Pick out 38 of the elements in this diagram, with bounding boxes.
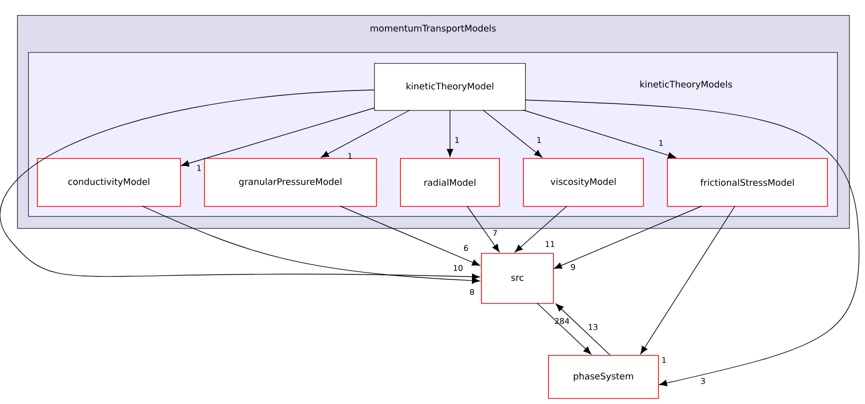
edge-label: 8 [470,288,474,296]
edge-label: 1 [662,357,666,363]
folder-box: kineticTheoryModel [374,63,526,111]
edge-label: 1 [455,137,459,143]
edge-label: 3 [701,378,705,384]
edge-label: 284 [554,318,570,324]
edge-label: 1 [197,165,201,171]
arrow [556,304,610,356]
edge-label: 10 [454,264,463,272]
arrow [320,110,410,158]
arrow [524,100,860,386]
folder-box: radialModel [400,158,500,207]
arrow [181,108,374,167]
arrow [142,206,480,284]
arrow [466,206,500,252]
arrow [640,206,736,354]
folder-box: conductivityModel [37,158,181,207]
edge-label: 11 [546,241,554,247]
arrow [446,110,454,157]
edge-label: 13 [588,324,598,330]
arrow [554,206,702,269]
arrow [514,206,568,252]
edge-label: 1 [659,140,663,146]
arrow [536,302,592,354]
edge-label: 9 [570,264,575,270]
arrow [522,110,676,159]
arrow [340,206,480,266]
folder-box: granularPressureModel [204,158,377,207]
folder-box: frictionalStressModel [667,158,828,207]
arrow [0,90,480,280]
edge-label: 1 [348,153,352,159]
folder-box: src [481,253,554,304]
edge-label: 7 [493,230,497,236]
arrow [482,110,542,158]
edge-label: 1 [537,137,541,143]
folder-box: viscosityModel [523,158,644,207]
folder-box: phaseSystem [548,355,659,399]
edge-label: 6 [464,244,468,252]
